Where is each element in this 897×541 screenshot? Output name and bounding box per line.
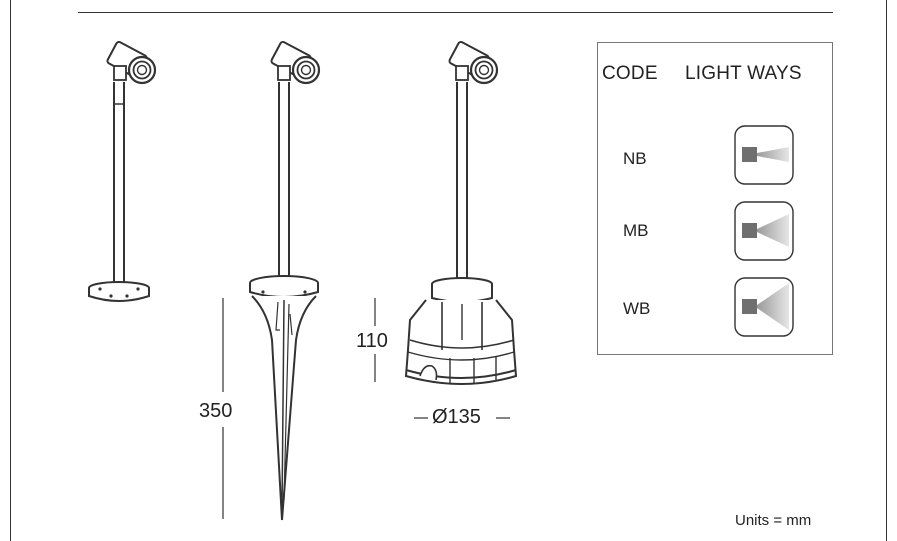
frame-right-border bbox=[886, 0, 887, 541]
narrow-beam-icon bbox=[734, 125, 794, 185]
dim-label-spike-height: 350 bbox=[199, 400, 233, 422]
legend-code-nb: NB bbox=[623, 149, 647, 168]
dim-label-box-diameter: Ø135 bbox=[432, 406, 481, 428]
fixture-recessed-box bbox=[404, 39, 518, 385]
fixture-flange-base bbox=[88, 39, 157, 302]
legend-code-wb: WB bbox=[623, 299, 651, 318]
fixture-ground-spike bbox=[249, 39, 321, 521]
dim-label-box-height: 110 bbox=[356, 330, 388, 352]
frame-left-border bbox=[10, 0, 11, 541]
legend-header-light-ways: LIGHT WAYS bbox=[685, 63, 802, 84]
legend-header-code: CODE bbox=[602, 63, 658, 84]
top-rule bbox=[78, 12, 833, 13]
light-ways-legend: CODE LIGHT WAYS NB MB WB bbox=[597, 42, 833, 355]
units-note: Units = mm bbox=[735, 512, 812, 529]
legend-code-mb: MB bbox=[623, 221, 649, 240]
medium-beam-icon bbox=[734, 201, 794, 261]
wide-beam-icon bbox=[734, 277, 794, 337]
